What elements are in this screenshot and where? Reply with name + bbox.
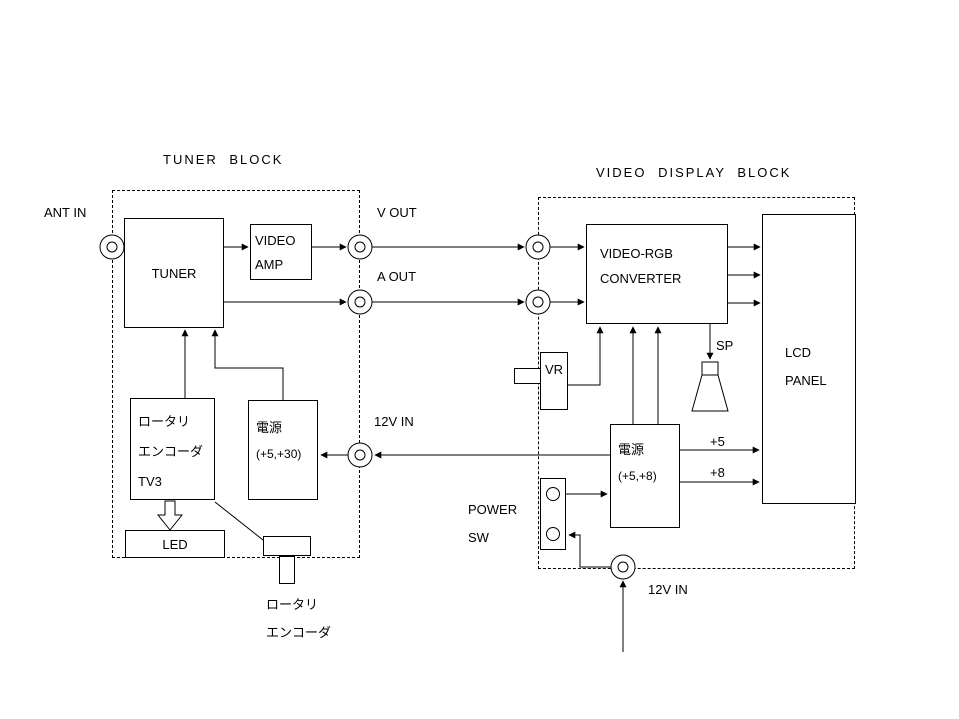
power-sw-label-2: SW bbox=[468, 530, 489, 545]
tuner-box: TUNER bbox=[124, 218, 224, 328]
plus8-label: +8 bbox=[710, 465, 725, 480]
wire-12v-connector-to-switch bbox=[568, 531, 611, 568]
rotary-encoder-shaft[interactable] bbox=[279, 556, 295, 584]
lcd-label-1: LCD bbox=[785, 345, 812, 360]
rotary-encoder-label-1: ロータリ bbox=[138, 414, 191, 429]
power-switch-terminal-bottom bbox=[546, 527, 560, 541]
tuner-label: TUNER bbox=[151, 265, 197, 281]
power-switch[interactable] bbox=[540, 478, 566, 550]
tuner-12v-in-connector bbox=[347, 442, 373, 468]
tuner-block-border bbox=[112, 190, 360, 558]
rotary-encoder-label-3: TV3 bbox=[138, 474, 162, 489]
rotary-encoder-caption-2: エンコーダ bbox=[266, 625, 332, 640]
a-out-connector bbox=[347, 289, 373, 315]
display-video-in-connector bbox=[525, 234, 551, 260]
wire-vr-to-converter bbox=[568, 326, 604, 386]
speaker-label: SP bbox=[716, 338, 734, 353]
ant-in-label: ANT IN bbox=[44, 205, 87, 220]
speaker-icon bbox=[701, 361, 719, 376]
v-out-label: V OUT bbox=[377, 205, 417, 220]
display-power-label-2: (+5,+8) bbox=[618, 469, 657, 483]
tuner-power-box: 電源 (+5,+30) bbox=[248, 400, 318, 500]
power-switch-terminal-top bbox=[546, 487, 560, 501]
video-amp-label-2: AMP bbox=[255, 257, 284, 272]
speaker-cone-icon bbox=[691, 374, 729, 412]
converter-label-1: VIDEO-RGB bbox=[600, 246, 673, 261]
tuner-12v-in-label: 12V IN bbox=[374, 414, 414, 429]
video-amp-label-1: VIDEO bbox=[255, 233, 296, 248]
a-out-label: A OUT bbox=[377, 269, 417, 284]
video-amp-box: VIDEO AMP bbox=[250, 224, 312, 280]
vr-knob[interactable] bbox=[514, 368, 541, 384]
v-out-connector bbox=[347, 234, 373, 260]
led-label: LED bbox=[162, 536, 188, 552]
plus5-label: +5 bbox=[710, 434, 725, 449]
rotary-encoder-caption-1: ロータリ bbox=[266, 597, 319, 612]
tuner-power-label-1: 電源 bbox=[256, 420, 283, 435]
video-rgb-converter-box: VIDEO-RGB CONVERTER bbox=[586, 224, 728, 324]
display-audio-in-connector bbox=[525, 289, 551, 315]
tuner-block-title: TUNER BLOCK bbox=[163, 152, 284, 167]
tuner-power-label-2: (+5,+30) bbox=[256, 447, 302, 461]
video-display-block-title: VIDEO DISPLAY BLOCK bbox=[596, 165, 792, 180]
wire-encoder-to-rotary-block bbox=[214, 501, 264, 541]
rotary-to-led-arrow bbox=[156, 500, 184, 531]
lcd-label-2: PANEL bbox=[785, 373, 827, 388]
display-power-label-1: 電源 bbox=[618, 442, 645, 457]
vr-box: VR bbox=[540, 352, 568, 410]
display-power-box: 電源 (+5,+8) bbox=[610, 424, 680, 528]
wire-tuner-power-to-tuner bbox=[211, 329, 284, 400]
display-12v-in-connector bbox=[610, 554, 636, 580]
rotary-encoder-box: ロータリ エンコーダ TV3 bbox=[130, 398, 215, 500]
display-12v-in-label: 12V IN bbox=[648, 582, 688, 597]
rotary-encoder-body[interactable] bbox=[263, 536, 311, 556]
converter-label-2: CONVERTER bbox=[600, 271, 682, 286]
power-sw-label-1: POWER bbox=[468, 502, 518, 517]
ant-in-connector bbox=[99, 234, 125, 260]
led-box: LED bbox=[125, 530, 225, 558]
rotary-encoder-label-2: エンコーダ bbox=[138, 444, 204, 459]
lcd-panel-box: LCD PANEL bbox=[762, 214, 856, 504]
vr-label: VR bbox=[545, 362, 564, 377]
